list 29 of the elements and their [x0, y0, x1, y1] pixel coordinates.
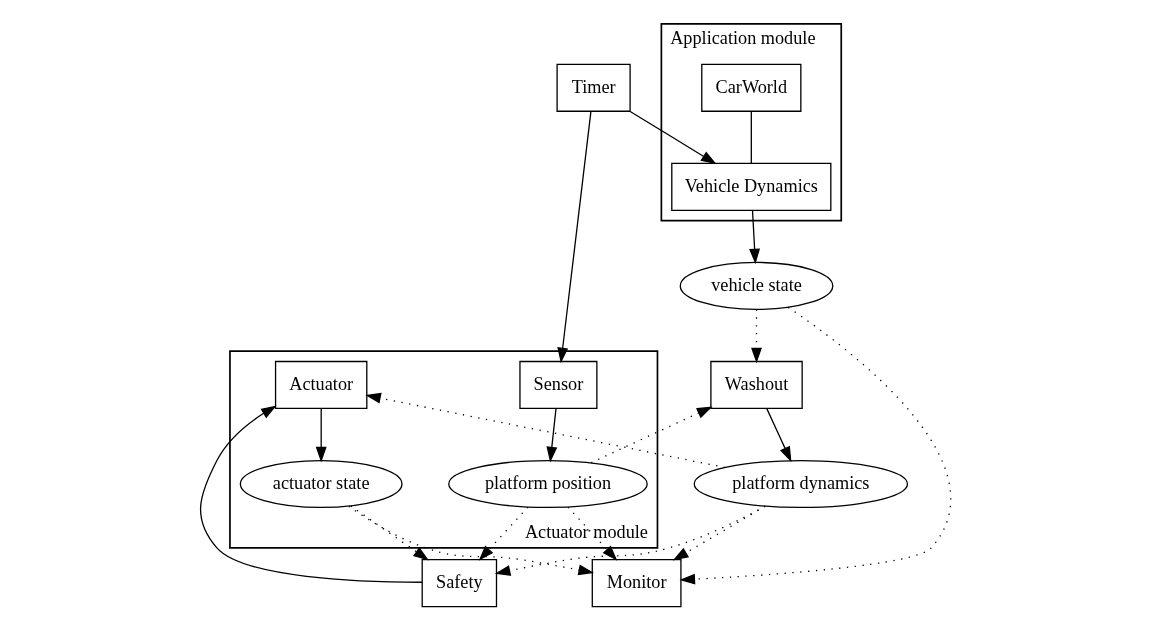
arrow	[567, 506, 618, 561]
node-ellipse: actuator state	[239, 459, 403, 509]
arrow	[679, 306, 952, 585]
arrow	[766, 407, 792, 463]
arrow	[200, 405, 423, 583]
node-box: Vehicle Dynamics	[671, 162, 832, 211]
node-ellipse: vehicle state	[679, 261, 834, 310]
arrow	[672, 505, 766, 561]
node-ellipse: platform position	[448, 459, 648, 509]
node-box: Safety	[421, 558, 498, 608]
arrow	[478, 506, 529, 561]
arrow	[546, 407, 558, 463]
node-box: Sensor	[519, 360, 598, 410]
node-box: Monitor	[591, 558, 682, 608]
arrow	[315, 407, 327, 463]
node-box: Actuator	[274, 360, 368, 410]
arrow	[629, 110, 717, 165]
arrow	[348, 505, 595, 576]
node-box: Timer	[556, 63, 631, 112]
connector	[750, 110, 752, 164]
arrow	[557, 111, 592, 364]
arrow	[590, 406, 713, 464]
arrow	[350, 505, 429, 561]
node-box: CarWorld	[701, 63, 802, 112]
arrow	[365, 392, 726, 469]
arrow	[494, 505, 766, 576]
node-box: Washout	[710, 360, 803, 410]
node-ellipse: platform dynamics	[693, 459, 909, 509]
arrow	[751, 308, 762, 364]
